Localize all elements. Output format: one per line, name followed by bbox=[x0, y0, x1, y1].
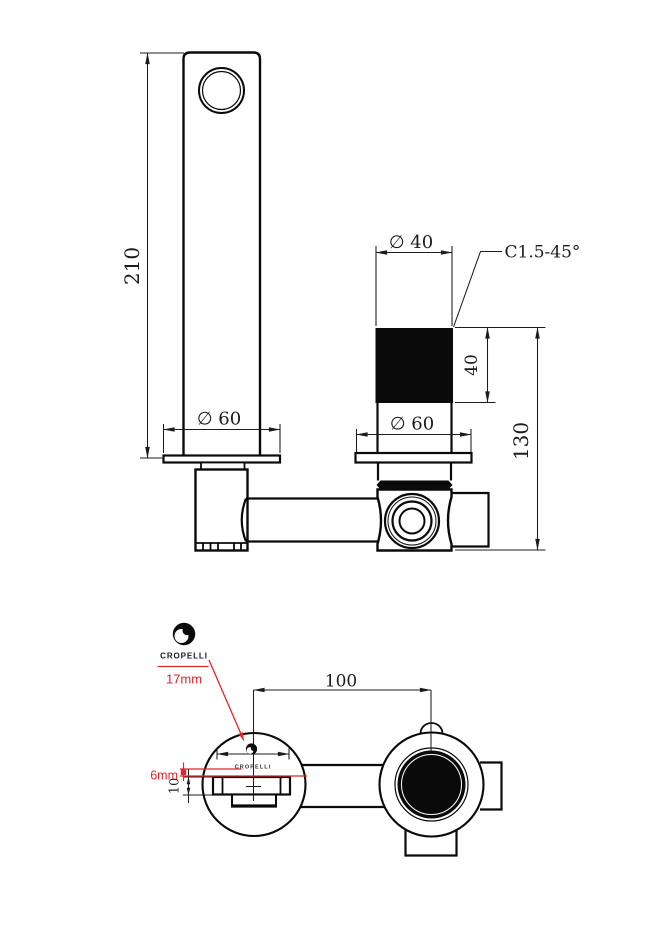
valve-cartridge-ring-2 bbox=[387, 496, 437, 546]
dim-spout-height: 210 bbox=[120, 52, 184, 459]
valve-outlet-port bbox=[451, 491, 490, 548]
brand-block: CROPELLI 17mm bbox=[157, 622, 245, 741]
dim-valve-plate-diameter-label: ∅ 60 bbox=[390, 414, 434, 435]
dim-valve-height: 130 bbox=[455, 327, 546, 551]
chamfer-label: C1.5-45° bbox=[505, 243, 581, 263]
red-dim-tick bbox=[180, 769, 187, 775]
front-pipe bbox=[300, 763, 386, 809]
logo-height-label: 6mm bbox=[150, 769, 178, 783]
logo-height-annotation: 6mm bbox=[150, 762, 307, 783]
logo-leader-line bbox=[208, 659, 245, 741]
dim-center-distance-label: 100 bbox=[325, 672, 357, 692]
dim-knurl-height: 40 bbox=[455, 326, 546, 404]
inwall-body bbox=[194, 468, 249, 552]
dim-spout-height-label: 210 bbox=[120, 247, 144, 285]
spout-wall-plate bbox=[162, 454, 282, 464]
sensor-window-inner bbox=[201, 70, 242, 111]
valve-wall-plate bbox=[354, 451, 473, 464]
dim-spout-diameter: ∅ 60 bbox=[162, 409, 281, 453]
dim-handle-diameter-label: ∅ 40 bbox=[389, 232, 433, 253]
dim-valve-height-label: 130 bbox=[509, 422, 533, 460]
aerator-strip bbox=[195, 542, 248, 551]
handle-knurl-section bbox=[375, 328, 453, 403]
valve-cartridge-ring-3 bbox=[391, 500, 433, 542]
brand-wordmark: CROPELLI bbox=[160, 652, 208, 661]
side-view: 210 ∅ 60 ∅ 40 C1.5-45° 40 bbox=[120, 51, 581, 552]
dim-knurl-height-label: 40 bbox=[462, 354, 482, 376]
valve-knurl-band bbox=[376, 480, 453, 490]
logo-width-label: 17mm bbox=[166, 672, 202, 687]
valve-cartridge-ring-1 bbox=[383, 492, 441, 550]
spout-slot bbox=[211, 775, 292, 796]
connecting-pipe bbox=[240, 497, 379, 543]
plate-logo-mark bbox=[245, 743, 258, 755]
valve-cartridge-ring-4 bbox=[398, 507, 426, 535]
sensor-window-outer bbox=[198, 67, 245, 114]
dim-valve-plate-diameter: ∅ 60 bbox=[355, 414, 472, 452]
right-side-port bbox=[480, 761, 503, 811]
chamfer-callout: C1.5-45° bbox=[453, 243, 581, 328]
brand-logo bbox=[172, 622, 196, 646]
right-bottom-port bbox=[404, 829, 458, 857]
plate-logo-dot bbox=[250, 745, 257, 751]
plate-engraving-text: CROPELLI bbox=[235, 765, 272, 771]
handle-knurl-inner-ring bbox=[401, 754, 462, 815]
handle-knurl-face bbox=[397, 750, 466, 819]
dim-center-distance: 100 bbox=[253, 672, 432, 693]
spout-body bbox=[182, 51, 262, 455]
front-view: CROPELLI 100 10 6mm bbox=[150, 672, 503, 857]
brand-logo-dot bbox=[182, 625, 192, 636]
dim-slot-height-label: 10 bbox=[168, 778, 183, 795]
dim-handle-diameter: ∅ 40 bbox=[375, 232, 453, 326]
dim-spout-diameter-label: ∅ 60 bbox=[197, 409, 241, 430]
